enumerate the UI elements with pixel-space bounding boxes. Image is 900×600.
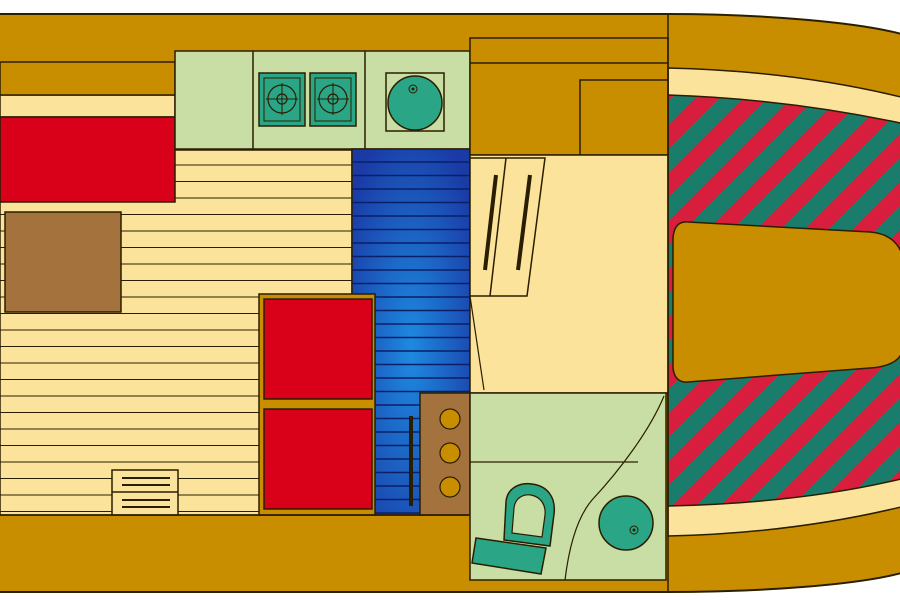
washroom-basin bbox=[598, 495, 654, 551]
step-locker bbox=[111, 469, 179, 516]
cupboard-knob bbox=[439, 442, 461, 464]
cupboard-knob bbox=[439, 408, 461, 430]
cupboard-knob bbox=[439, 476, 461, 498]
lounge-seat bbox=[258, 293, 376, 516]
washroom-toilet bbox=[471, 482, 556, 575]
aft-cockpit bbox=[667, 67, 900, 537]
dinette-bench bbox=[0, 116, 176, 203]
dinette bbox=[0, 116, 176, 313]
washroom bbox=[469, 392, 667, 581]
aft-cabin bbox=[469, 154, 669, 394]
galley bbox=[174, 50, 471, 150]
lounge-cushion-bottom bbox=[263, 408, 373, 510]
dinette-table bbox=[4, 211, 122, 313]
chart-table bbox=[469, 37, 669, 156]
galley-stove bbox=[258, 72, 357, 127]
cockpit-sunbed bbox=[672, 221, 900, 383]
forward-shelf bbox=[0, 61, 176, 96]
bulkheads bbox=[0, 14, 669, 592]
lounge-cushion-top bbox=[263, 298, 373, 400]
galley-sink bbox=[385, 72, 445, 132]
forward-strip bbox=[0, 94, 176, 118]
